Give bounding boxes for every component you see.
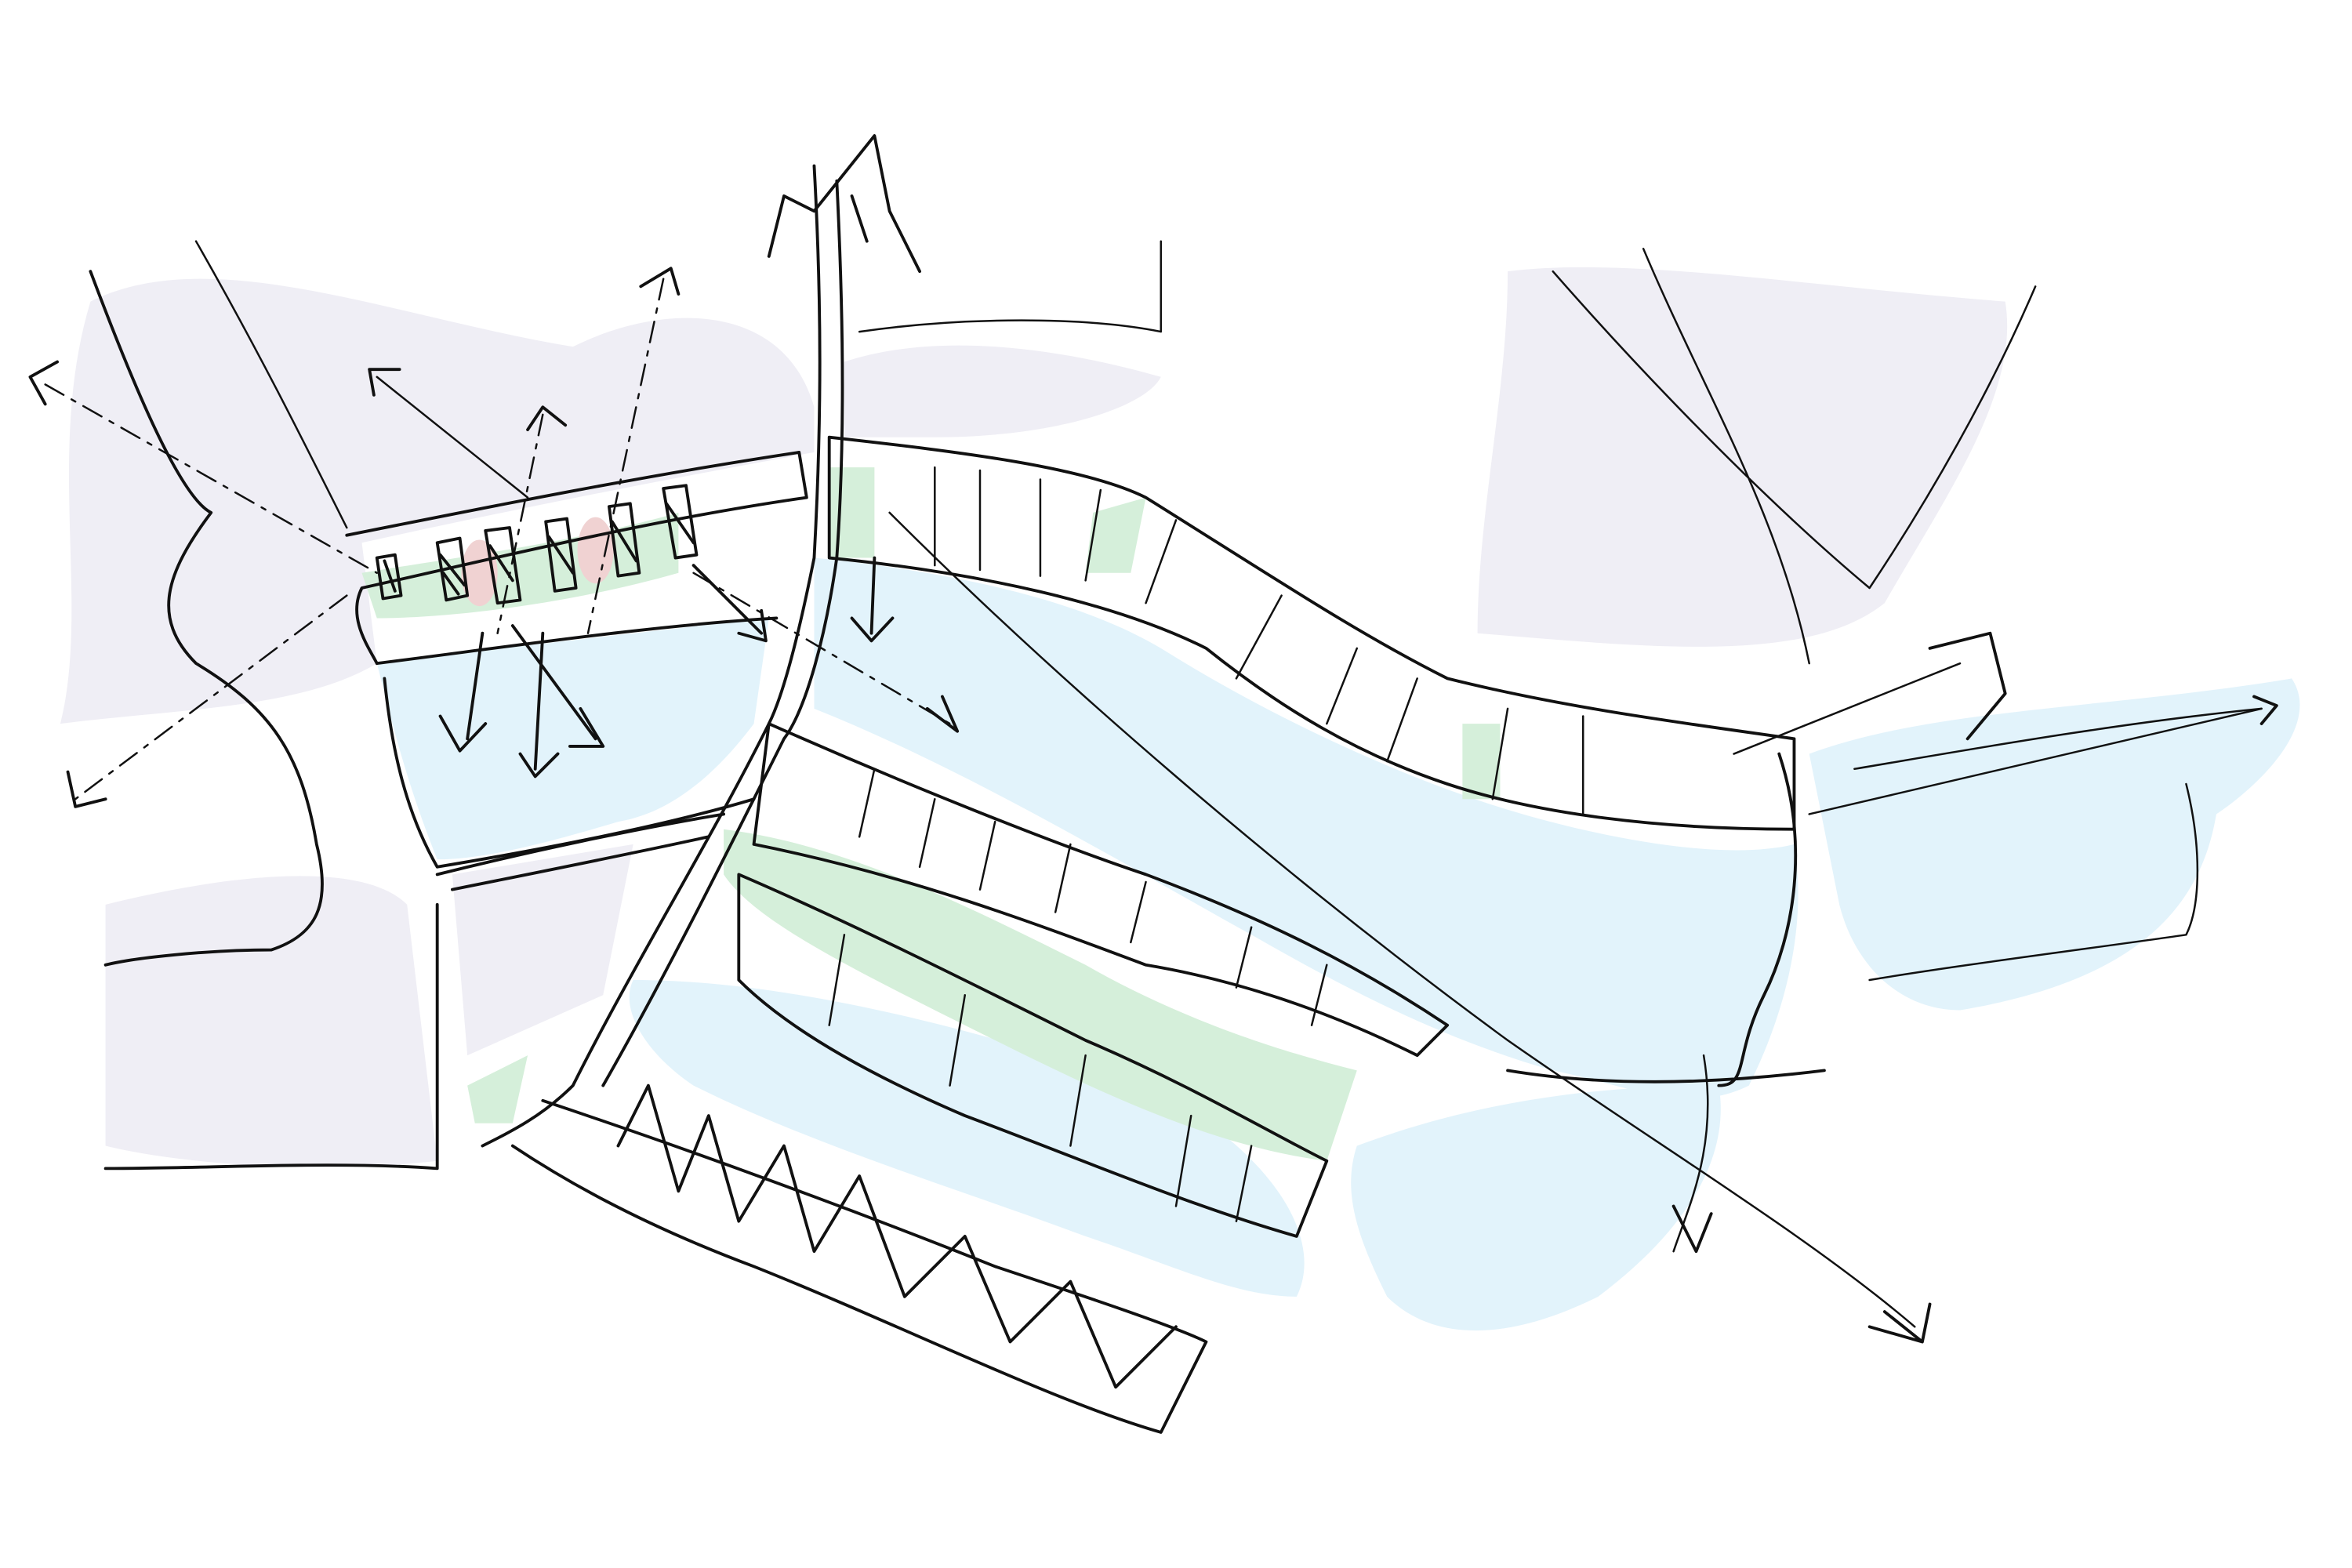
arrow-icon bbox=[1867, 1302, 1932, 1344]
red-patch bbox=[577, 517, 614, 584]
arrow-icon bbox=[368, 368, 401, 397]
western-edge bbox=[89, 270, 439, 1171]
context-wash bbox=[60, 267, 2008, 1167]
built-context-nw bbox=[60, 278, 815, 724]
arrow-icon bbox=[692, 572, 951, 725]
arrow-icon bbox=[28, 360, 59, 406]
green-patch-sw bbox=[467, 1055, 528, 1123]
built-context-center bbox=[452, 844, 633, 1056]
arrow-icon bbox=[1671, 1204, 1713, 1254]
arrow-icon bbox=[376, 376, 529, 499]
built-context-sw bbox=[105, 876, 437, 1167]
linework bbox=[89, 134, 2263, 1434]
hatched-block-icon bbox=[608, 502, 641, 578]
hatched-block-icon bbox=[435, 536, 470, 602]
arrow-icon bbox=[438, 631, 488, 753]
hatched-block-icon bbox=[375, 553, 403, 601]
hatched-block-icon bbox=[544, 517, 578, 593]
central-pier-units bbox=[858, 768, 1328, 1026]
arrow-icon bbox=[518, 631, 560, 779]
arrow-icon bbox=[510, 624, 605, 748]
arrow-icon bbox=[925, 695, 960, 733]
water-basin-east bbox=[1809, 678, 2300, 1011]
arrow-icon bbox=[850, 556, 895, 643]
central-pier bbox=[752, 722, 1450, 1058]
northern-pier bbox=[827, 435, 1796, 831]
built-context-n bbox=[844, 345, 1161, 437]
north-context-lines bbox=[194, 240, 2037, 665]
hatched-block-icon bbox=[662, 484, 699, 560]
arrow-icon bbox=[74, 594, 348, 800]
southern-pier-units bbox=[828, 934, 1253, 1222]
arrow-icon bbox=[66, 770, 107, 808]
basin-outline-west bbox=[375, 616, 779, 869]
green-patch-east bbox=[1462, 724, 1501, 800]
southern-pier bbox=[737, 873, 1329, 1238]
arrow-icon bbox=[691, 564, 768, 643]
canal-edge bbox=[435, 812, 725, 891]
water-areas bbox=[376, 557, 2300, 1331]
water-basin-southeast bbox=[1351, 1085, 1721, 1331]
arrow-icon bbox=[1733, 662, 1962, 755]
southern-quay-zigzag bbox=[510, 1083, 1208, 1434]
arrow-icon bbox=[2252, 695, 2278, 725]
arrow-icon bbox=[44, 383, 379, 575]
east-headland bbox=[1506, 752, 1826, 1087]
arrow-icon bbox=[526, 405, 568, 431]
northern-pier-units bbox=[934, 466, 1584, 815]
view-arrows bbox=[28, 267, 2278, 1344]
arrow-icon bbox=[1928, 631, 2007, 741]
arrow-icon bbox=[1808, 707, 2263, 815]
arrow-icon bbox=[496, 413, 544, 634]
water-basin-main bbox=[814, 557, 1798, 1099]
built-context-ne bbox=[1477, 267, 2008, 647]
arrow-north bbox=[767, 134, 921, 274]
arrow-icon bbox=[639, 267, 681, 296]
green-strip-central bbox=[724, 829, 1357, 1161]
main-spine-road bbox=[481, 164, 844, 1148]
green-patch-ne bbox=[1085, 497, 1146, 573]
quay-outline-north bbox=[345, 451, 808, 666]
sight-line bbox=[888, 511, 1916, 1328]
water-basin-south bbox=[629, 980, 1305, 1297]
green-patch-north bbox=[829, 467, 875, 558]
arrow-icon bbox=[586, 278, 665, 634]
